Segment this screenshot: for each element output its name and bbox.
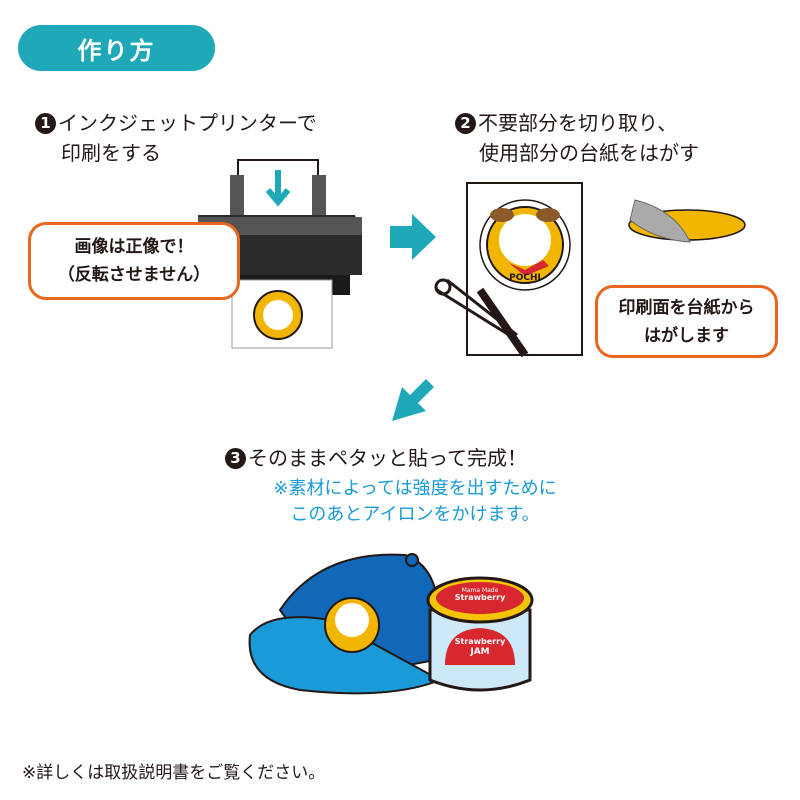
arrow-right-icon — [390, 214, 436, 260]
step-3-line-1: そのままペタッと貼って完成！ — [248, 446, 527, 470]
jar-lid-text: Strawberry — [455, 593, 506, 602]
callout-line-2: はがします — [644, 325, 729, 346]
step-2-line-2: 使用部分の台紙をはがす — [479, 141, 699, 165]
step-2-callout: 印刷面を台紙から はがします — [595, 285, 778, 358]
note-line-1: ※素材によっては強度を出すために — [273, 478, 557, 499]
cap-and-jar-illustration: Mama Made Strawberry Strawberry JAM — [248, 553, 534, 695]
arrow-down-left-icon — [392, 379, 434, 421]
step-1-callout: 画像は正像で！ （反転させません） — [28, 222, 240, 300]
jar-label-text: JAM — [469, 647, 489, 657]
step-number-badge: 2 — [455, 113, 476, 134]
step-number-badge: 3 — [225, 448, 246, 469]
step-2-line-1: 不要部分を切り取り、 — [478, 111, 678, 135]
step-1-line-2: 印刷をする — [61, 141, 161, 165]
printer-illustration — [198, 159, 362, 349]
note-line-2: このあとアイロンをかけます。 — [290, 504, 540, 525]
section-title: 作り方 — [18, 25, 215, 71]
cutting-illustration: POCHI — [434, 182, 746, 358]
step-3-note: ※素材によっては強度を出すために このあとアイロンをかけます。 — [230, 476, 600, 528]
footer-note: ※詳しくは取扱説明書をご覧ください。 — [22, 763, 326, 783]
callout-line-2: （反転させません） — [57, 265, 211, 285]
jar-lid-text: Mama Made — [462, 587, 499, 594]
step-1-line-1: インクジェットプリンターで — [58, 111, 317, 135]
callout-line-1: 印刷面を台紙から — [618, 297, 755, 318]
sticker-logo-text: POCHI — [509, 273, 541, 283]
step-number-badge: 1 — [35, 113, 56, 134]
jar-label-text: Strawberry — [455, 637, 506, 646]
callout-line-1: 画像は正像で！ — [74, 237, 194, 257]
